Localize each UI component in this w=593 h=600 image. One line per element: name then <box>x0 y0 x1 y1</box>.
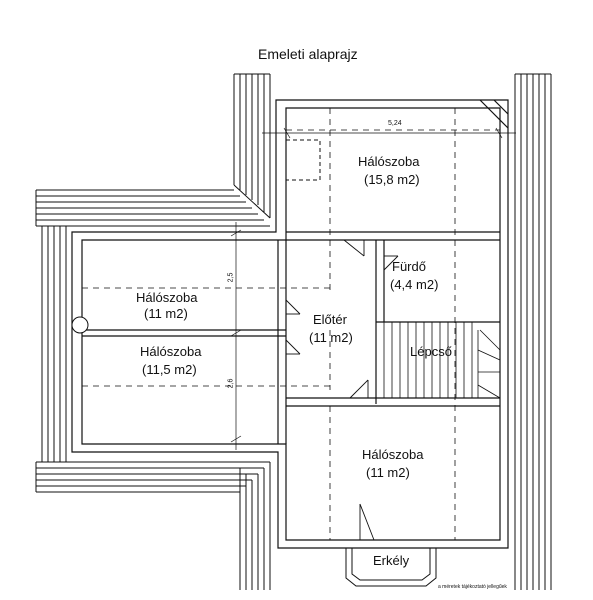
column <box>71 316 89 334</box>
staircase <box>383 322 501 399</box>
room-name-stairs: Lépcső <box>410 344 452 359</box>
plan-title: Emeleti alaprajz <box>258 46 358 62</box>
room-name-bathroom: Fürdő <box>392 259 426 274</box>
room-area-bedroom-3: (11,5 m2) <box>142 362 197 377</box>
room-area-bathroom: (4,4 m2) <box>390 277 439 292</box>
dimension-top-width: 5,24 <box>388 120 402 127</box>
room-area-bedroom-2: (11 m2) <box>144 306 188 321</box>
room-name-bedroom-4: Hálószoba <box>362 447 424 462</box>
room-name-bedroom-3: Hálószoba <box>140 344 202 359</box>
exterior-walls <box>71 99 509 549</box>
roof-slope-lines <box>82 108 500 540</box>
dimension-lines <box>230 127 516 450</box>
roof-eaves-right <box>514 73 552 590</box>
room-area-hall: (11 m2) <box>309 330 353 345</box>
room-name-hall: Előtér <box>313 312 347 327</box>
dimension-left-lower: 2,6 <box>227 378 235 389</box>
dimension-left-upper: 2,5 <box>227 272 235 283</box>
balcony-outline <box>345 548 437 587</box>
roof-eaves-left-top <box>35 184 271 227</box>
interior-walls <box>82 231 500 444</box>
roof-eaves-left-side <box>41 226 67 462</box>
doors <box>285 239 399 541</box>
roof-eaves-left-bottom <box>35 461 271 590</box>
balcony-label: Erkély <box>373 553 410 568</box>
footnote: a méretek tájékoztató jellegűek <box>438 584 507 590</box>
roof-eaves-top <box>233 73 271 218</box>
room-name-bedroom-2: Hálószoba <box>136 290 198 305</box>
room-area-bedroom-1: (15,8 m2) <box>364 172 420 187</box>
shaft <box>285 139 321 181</box>
room-name-bedroom-1: Hálószoba <box>358 154 420 169</box>
room-area-bedroom-4: (11 m2) <box>366 465 410 480</box>
